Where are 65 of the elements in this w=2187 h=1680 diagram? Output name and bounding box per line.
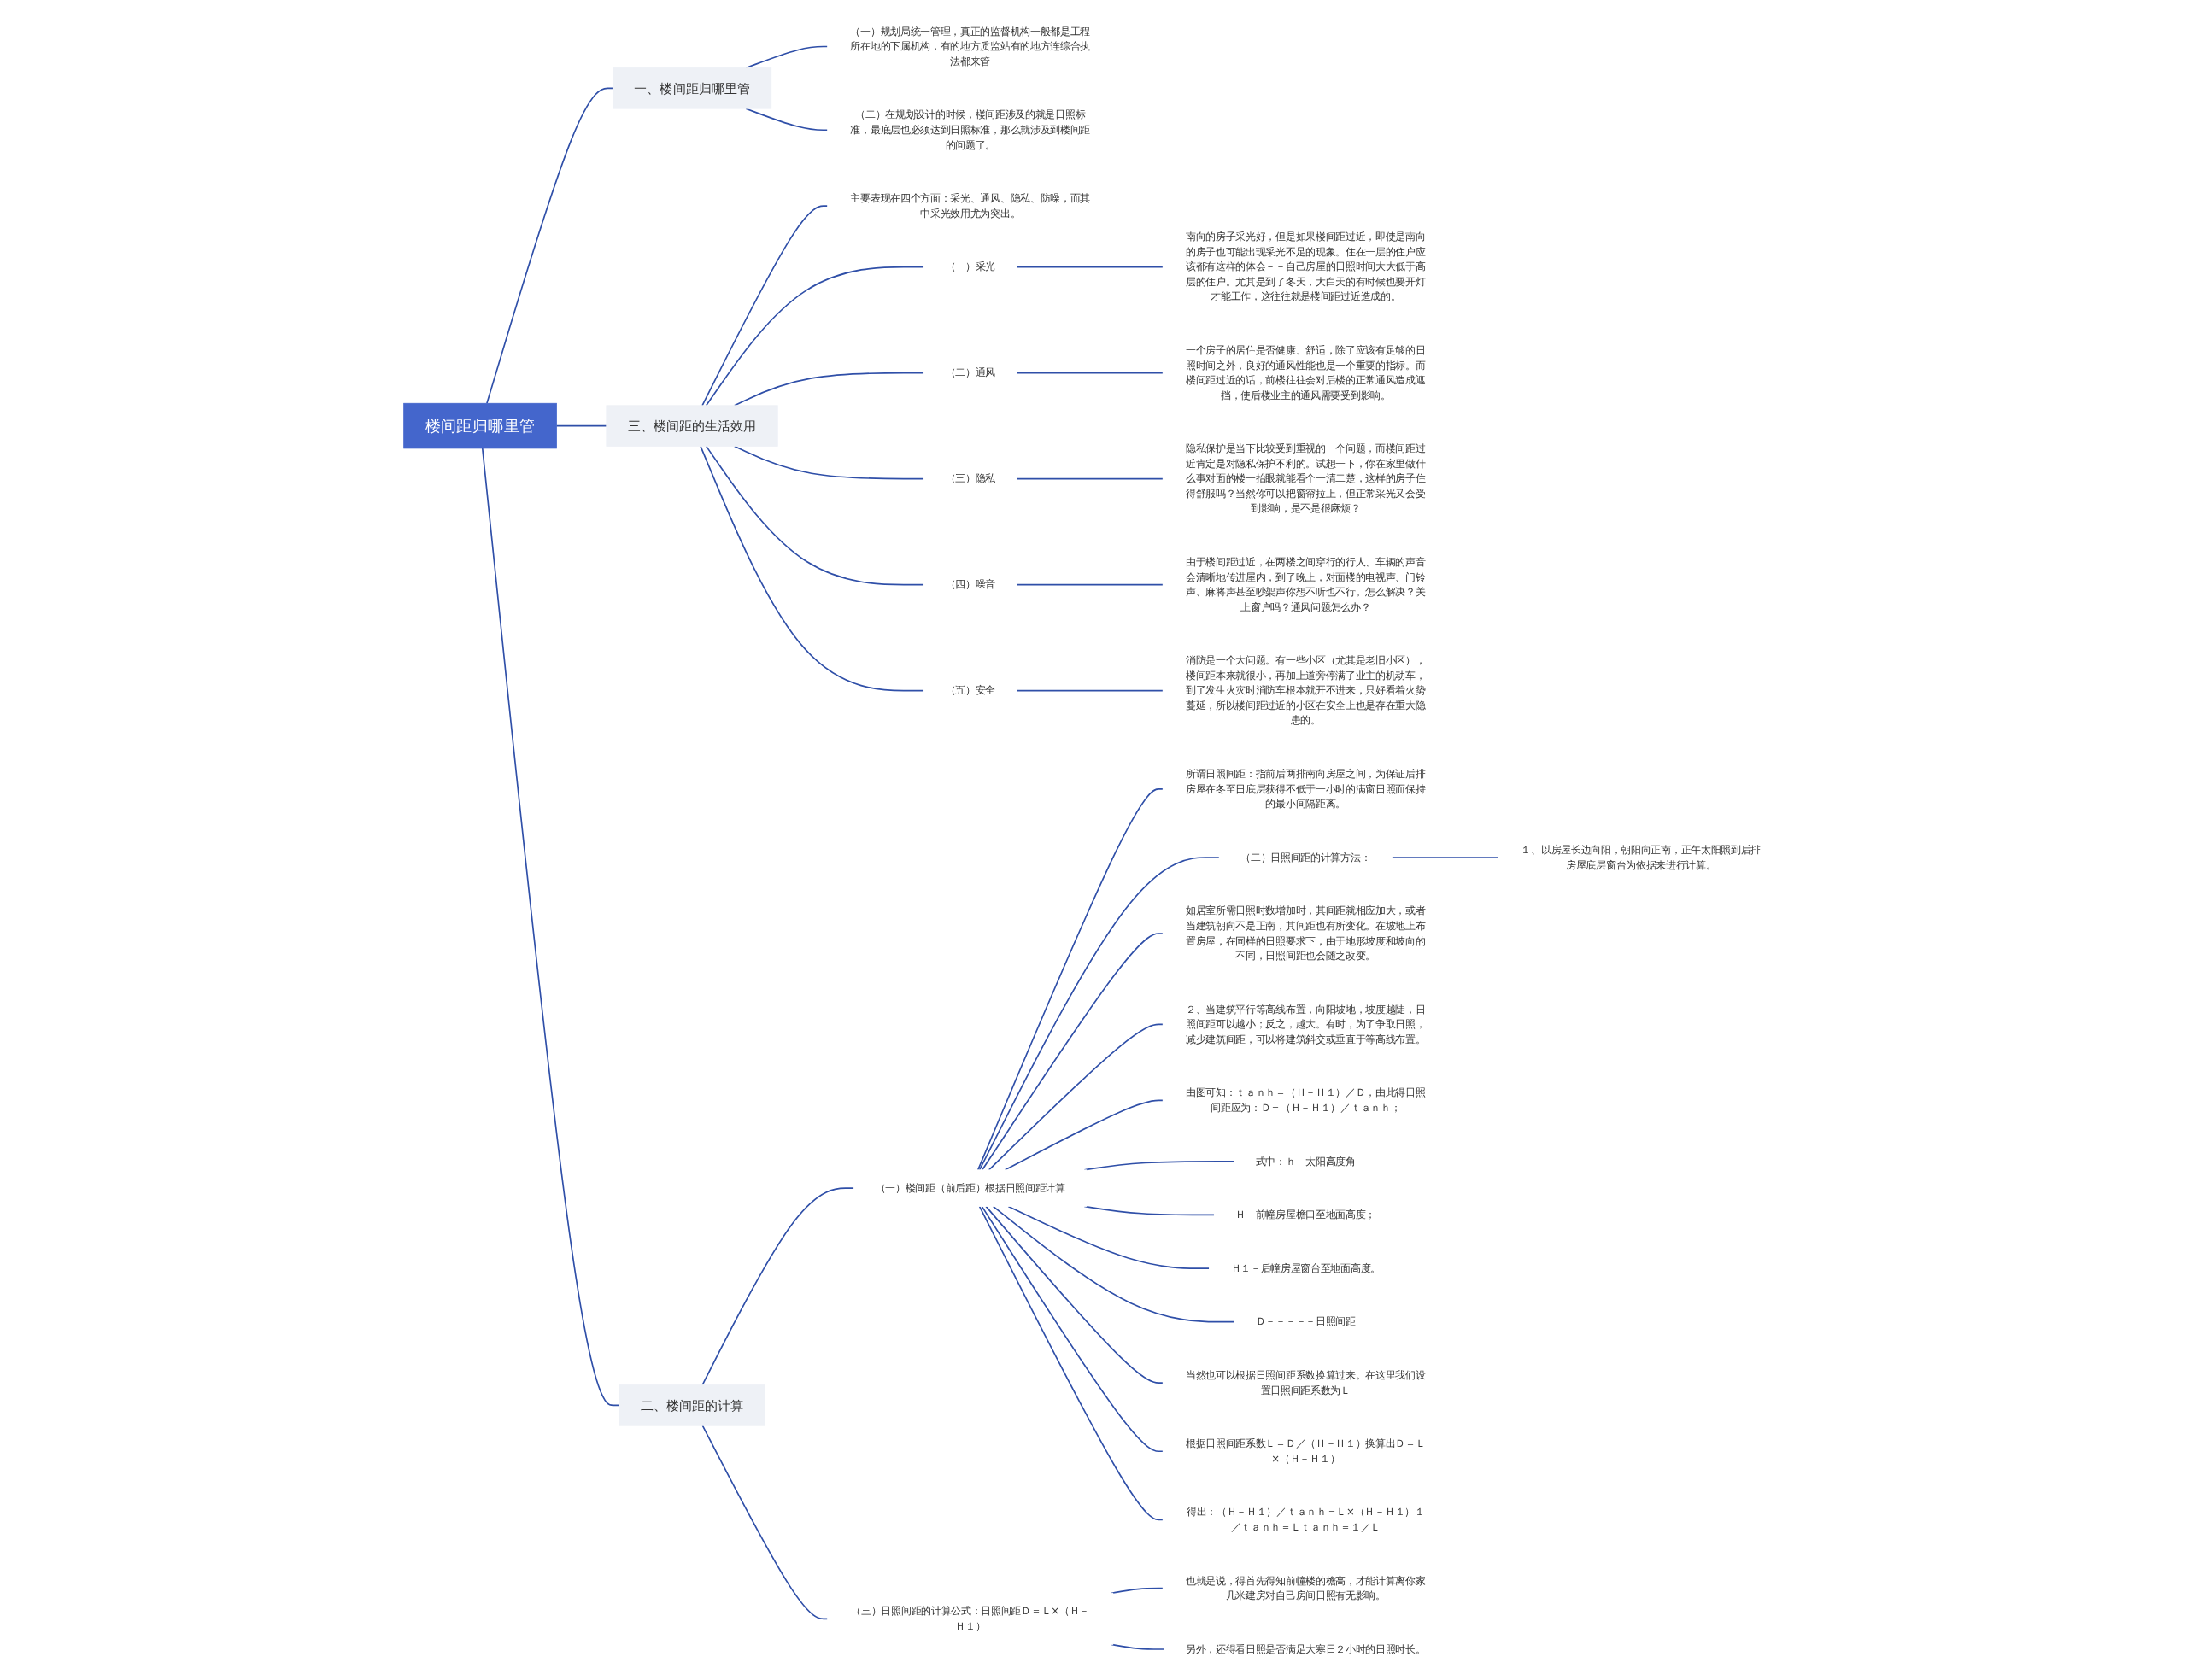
node-box: 三、楼间距的生活效用 [606,404,778,447]
node-text: 消防是一个大问题。有一些小区（尤其是老旧小区），楼间距本来就很小，再加上道旁停满了业主的机动车，到了发生火灾时消防车根本就开不进来，只好看着火势蔓延，所以楼间距过近的小区在安全上也是存在重大隐患的。 [1185,653,1426,726]
node-text: 由于楼间距过近，在两楼之间穿行的行人、车辆的声音会清晰地传进屋内，到了晚上，对面楼的电视声、门铃声、麻将声甚至吵架声你想不听也不行。怎么解决？关上窗户吗？通风问题怎么办？ [1185,555,1426,612]
connector [485,87,613,404]
node-text: （一）楼间距（前后距）根据日照间距计算 [875,1181,1065,1193]
node-text: １、以房屋长边向阳，朝阳向正南，正午太阳照到后排房屋底层窗台为依据来进行计算。 [1521,843,1761,870]
node-text: （五）安全 [945,684,995,696]
node-text: 得出：（Ｈ－Ｈ１）／ｔａｎｈ＝Ｌ×（Ｈ－Ｈ１）１／ｔａｎｈ＝Ｌｔａｎｈ＝１／Ｌ [1186,1506,1425,1532]
node-text: Ｈ－前幢房屋檐口至地面高度； [1235,1208,1375,1220]
node-text: （二）日照间距的计算方法： [1240,851,1371,863]
node-box: 二、楼间距的计算 [619,1384,765,1426]
node-text: 式中：ｈ－太阳高度角 [1255,1155,1356,1167]
connector [978,1205,1164,1520]
node-text: 主要表现在四个方面：采光、通风、隐私、防噪，而其中采光效用尤为突出。 [850,191,1090,219]
node-text: 如居室所需日照时数增加时，其间距就相应加大，或者当建筑朝向不是正南，其间距也有所变化。在坡地上布置房屋，在同样的日照要求下，由于地形坡度和坡向的不同，日照间距也会随之改变。 [1185,904,1426,962]
node-text: Ｈ１－后幢房屋窗台至地面高度。 [1230,1261,1381,1273]
connector [985,1205,1164,1384]
node-box: 楼间距归哪里管 [403,402,557,448]
connector [745,107,829,131]
node-box: 一、楼间距归哪里管 [612,67,771,109]
node-text: （三）日照间距的计算公式：日照间距Ｄ＝Ｌ×（Ｈ－Ｈ１） [851,1604,1089,1631]
connector [992,1205,1235,1323]
node-text: Ｄ－－－－－日照间距 [1255,1315,1356,1327]
connector [733,445,925,479]
connector [1391,856,1499,858]
connector [1015,266,1164,267]
node-text: （一）规划局统一管理，真正的监督机构一般都是工程所在地的下属机构，有的地方质监站有的地方连综合执法都来管 [850,25,1090,67]
node-text: 隐私保护是当下比较受到重视的一个问题，而楼间距过近肯定是对隐私保护不利的。试想一下，你在家里做什么事对面的楼一抬眼就能看个一清二楚，这样的房子住得舒服吗？当然你可以把窗帘拉上，但正常采光又会受到影响，是不是很麻烦？ [1185,442,1426,514]
connector [978,856,1220,1171]
connector [733,372,925,407]
connector [745,45,829,68]
connector [1083,1205,1215,1215]
connector [1015,477,1164,479]
connector [981,932,1164,1171]
connector [699,445,925,691]
node-text: （二）在规划设计的时候，楼间距涉及的就是日照标准，最底层也必须达到日照标准，那么就涉及到楼间距的问题了。 [850,108,1090,150]
connector [976,787,1164,1171]
connector [1004,1099,1164,1171]
connector [701,204,829,407]
connector [701,1186,855,1385]
node-text: 另外，还得看日照是否满足大寒日２小时的日照时长。 [1185,1642,1426,1654]
node-text: 所谓日照间距：指前后两排南向房屋之间，为保证后排房屋在冬至日底层获得不低于一小时的满窗日照而保持的最小间隔距离。 [1185,767,1426,810]
node-text: 由图可知：ｔａｎｈ＝（Ｈ－Ｈ１）／Ｄ，由此得日照间距应为：Ｄ＝（Ｈ－Ｈ１）／ｔａｎｈ； [1185,1086,1426,1113]
connector [705,445,925,585]
node-text: 一个房子的居住是否健康、舒适，除了应该有足够的日照时间之外，良好的通风性能也是一个重要的指标。而楼间距过近的话，前楼往往会对后楼的正常通风造成遮挡，使后楼业主的通风需要受到影响。 [1185,343,1426,401]
node-text: （三）隐私 [945,471,995,484]
node-text: 南向的房子采光好，但是如果楼间距过近，即使是南向的房子也可能出现采光不足的现象。住在一层的住户应该都有这样的体会－－自己房屋的日照时间大大低于高层的住户。尤其是到了冬天，大白天的有时候也要开灯才能工作，这往往就是楼间距过近造成的。 [1185,230,1426,302]
connector [1007,1205,1211,1269]
connector [1015,583,1164,585]
node-text: （二）通风 [945,366,995,378]
connector [1015,372,1164,373]
node-text: （四）噪音 [945,578,995,590]
connector [988,1023,1164,1171]
connector [705,266,925,407]
connector [1015,689,1164,691]
connector [981,1205,1164,1452]
node-text: 当然也可以根据日照间距系数换算过来。在这里我们设置日照间距系数为Ｌ [1185,1368,1426,1396]
node-text: ２、当建筑平行等高线布置，向阳坡地，坡度越陡，日照间距可以越小；反之，越大。有时，为了争取日照，减少建筑间距，可以将建筑斜交或垂直于等高线布置。 [1185,1003,1426,1045]
node-text: 也就是说，得首先得知前幢楼的檐高，才能计算离你家几米建房对自己房间日照有无影响。 [1185,1574,1426,1601]
connector [555,424,607,426]
connector [1110,1587,1164,1594]
node-text: 根据日照间距系数Ｌ＝Ｄ／（Ｈ－Ｈ１）换算出Ｄ＝Ｌ×（Ｈ－Ｈ１） [1185,1437,1426,1464]
connector [481,447,620,1406]
node-text: （一）采光 [945,260,995,272]
connector [701,1424,829,1619]
